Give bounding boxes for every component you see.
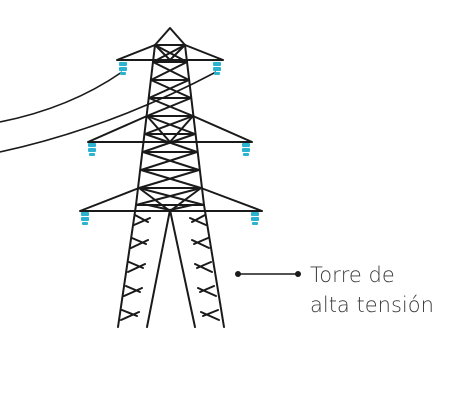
- tower-leg-right-bracing: [189, 214, 220, 321]
- insulator-bottom-right: [251, 212, 259, 225]
- cross-arm-top: [116, 44, 224, 61]
- insulator-top-left: [119, 62, 127, 75]
- tower-peak: [154, 27, 186, 46]
- tower-label-line-1: Torre de: [310, 263, 395, 287]
- tower-leg-left-bracing: [120, 214, 151, 321]
- tower-body-bracing: [135, 44, 205, 206]
- leader-dot-end: [295, 271, 301, 277]
- leader-dot-start: [235, 271, 241, 277]
- tower-label-line-2: alta tensión: [310, 293, 434, 317]
- insulators: [81, 62, 259, 225]
- tower-structure: [79, 27, 263, 328]
- insulator-top-right: [213, 62, 221, 75]
- insulator-bottom-left: [81, 212, 89, 225]
- tower-inner-legs: [146, 204, 196, 328]
- cross-arm-middle: [87, 115, 253, 143]
- tower-leg-right: [184, 44, 225, 328]
- label-leader: [235, 271, 301, 277]
- cross-arm-bottom: [79, 187, 263, 212]
- insulator-middle-left: [88, 143, 96, 156]
- tower-leg-left: [117, 44, 156, 328]
- power-line-upper: [0, 71, 123, 123]
- insulator-middle-right: [242, 143, 250, 156]
- tower-label: Torre de alta tensión: [310, 260, 455, 320]
